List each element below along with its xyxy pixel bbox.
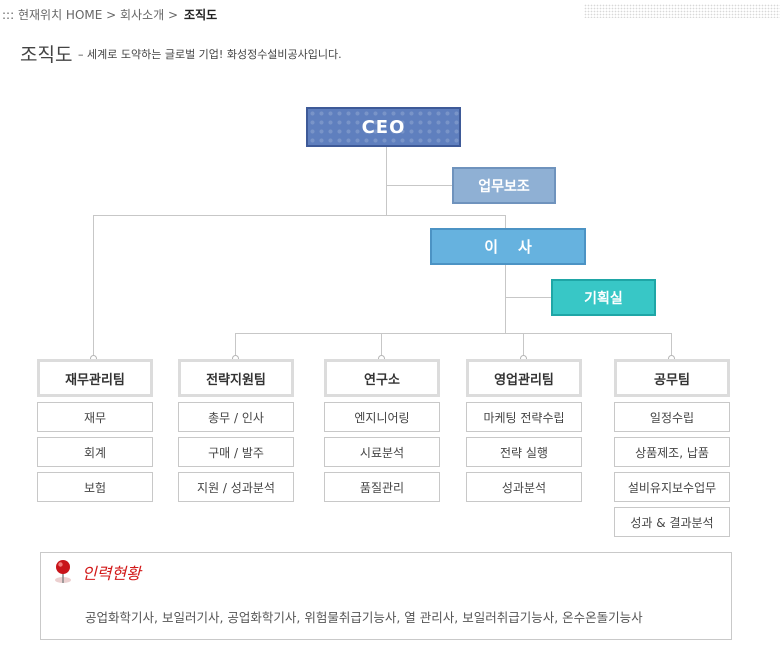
breadcrumb: ::: 현재위치 HOME > 회사소개 > 조직도 <box>2 6 217 23</box>
team-strategy-support: 전략지원팀 <box>178 359 294 397</box>
team-sales-management: 영업관리팀 <box>466 359 582 397</box>
staff-status-title: 인력현황 <box>82 564 141 583</box>
team-label: 재무관리팀 <box>65 372 125 388</box>
org-node-ceo-label: CEO <box>361 116 406 138</box>
connector-drop-2 <box>235 333 236 355</box>
connector-planning <box>505 297 551 298</box>
connector-director-down <box>505 265 506 333</box>
org-node-support: 업무보조 <box>452 167 556 204</box>
team-strategy-support-item: 지원 / 성과분석 <box>178 472 294 502</box>
team-public-works-item: 상품제조, 납품 <box>614 437 730 467</box>
page-subtitle: – 세계로 도약하는 글로벌 기업! 화성정수설비공사입니다. <box>78 48 342 61</box>
breadcrumb-path[interactable]: ::: 현재위치 HOME > 회사소개 > <box>2 8 179 22</box>
team-sales-management-item: 마케팅 전략수립 <box>466 402 582 432</box>
connector-ceo-down <box>386 147 387 215</box>
connector-lower-horizontal <box>235 333 672 334</box>
staff-certification-list: 공업화학기사, 보일러기사, 공업화학기사, 위험물취급기능사, 열 관리사, … <box>85 610 643 625</box>
team-label: 연구소 <box>364 372 400 388</box>
team-research-lab-item: 엔지니어링 <box>324 402 440 432</box>
team-finance: 재무관리팀 <box>37 359 153 397</box>
team-label: 영업관리팀 <box>494 372 554 388</box>
connector-left-drop <box>93 215 94 355</box>
team-label: 공무팀 <box>654 372 690 388</box>
decorative-dot-strip <box>584 4 780 18</box>
team-finance-item: 재무 <box>37 402 153 432</box>
team-public-works-item: 성과 & 결과분석 <box>614 507 730 537</box>
team-sales-management-item: 성과분석 <box>466 472 582 502</box>
team-finance-item: 회계 <box>37 437 153 467</box>
staff-status-panel <box>40 552 732 640</box>
connector-drop-4 <box>523 333 524 355</box>
team-public-works-item: 설비유지보수업무 <box>614 472 730 502</box>
pushpin-icon <box>55 560 71 583</box>
team-sales-management-item: 전략 실행 <box>466 437 582 467</box>
connector-drop-3 <box>381 333 382 355</box>
page-title: 조직도 <box>20 44 73 66</box>
team-research-lab: 연구소 <box>324 359 440 397</box>
org-node-planning-label: 기획실 <box>584 290 623 307</box>
team-research-lab-item: 시료분석 <box>324 437 440 467</box>
team-public-works-item: 일정수립 <box>614 402 730 432</box>
org-node-planning: 기획실 <box>551 279 656 316</box>
team-label: 전략지원팀 <box>206 372 266 388</box>
team-strategy-support-item: 구매 / 발주 <box>178 437 294 467</box>
org-node-support-label: 업무보조 <box>478 178 530 195</box>
org-node-director-label: 이사 <box>484 238 552 256</box>
connector-drop-5 <box>671 333 672 355</box>
org-node-director: 이사 <box>430 228 586 265</box>
team-research-lab-item: 품질관리 <box>324 472 440 502</box>
connector-support <box>386 185 452 186</box>
connector-upper-horizontal <box>93 215 506 216</box>
team-strategy-support-item: 총무 / 인사 <box>178 402 294 432</box>
org-node-ceo: CEO <box>306 107 461 147</box>
connector-director-in <box>505 215 506 228</box>
team-finance-item: 보험 <box>37 472 153 502</box>
team-public-works: 공무팀 <box>614 359 730 397</box>
breadcrumb-current: 조직도 <box>184 8 218 22</box>
